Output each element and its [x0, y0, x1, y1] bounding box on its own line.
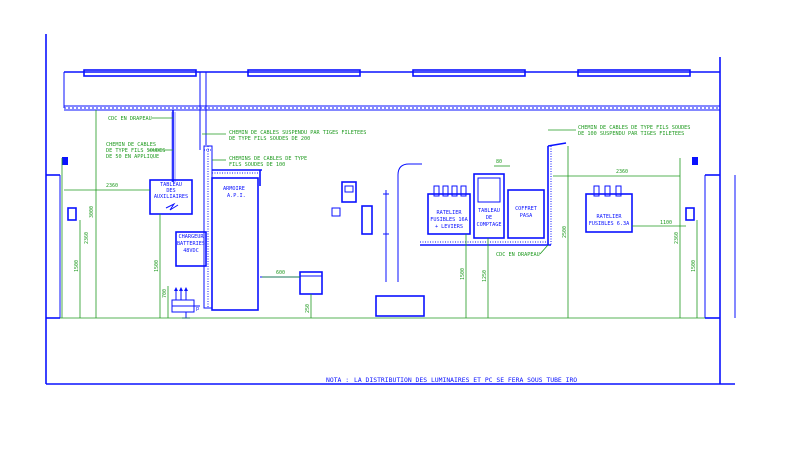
nota-text: LA DISTRIBUTION DES LUMINAIRES ET PC SE … — [354, 376, 577, 384]
nota: NOTA : LA DISTRIBUTION DES LUMINAIRES ET… — [326, 376, 577, 385]
dim-3000: 3000 — [89, 206, 95, 218]
dim-1500-mid: 1500 — [460, 268, 466, 280]
chemin-applique-label-2: DE TYPE FILS SOUDES — [106, 148, 165, 154]
chemin-right-label-1: CHEMIN DE CABLES DE TYPE FILS SOUDES — [578, 125, 690, 131]
vertical-conduits — [171, 72, 207, 182]
dim-2360-left: 2360 — [106, 183, 118, 189]
roof-structure — [63, 71, 721, 111]
ratelier-fusibles-6-3a: RATELIER FUSIBLES 6.3A — [585, 185, 633, 233]
dim-1500-aux: 1500 — [154, 260, 160, 272]
tableau-aux-label-2: DES — [166, 188, 175, 194]
cdc-drapeau-mid-label: CDC EN DRAPEAU — [496, 252, 540, 258]
coffret-label-1: COFFRET — [515, 206, 537, 212]
dim-1250: 1250 — [482, 270, 488, 282]
tableau-aux-label-3: AUXILIAIRES — [154, 194, 188, 200]
chemin-applique-label-1: CHEMIN DE CABLES — [106, 142, 156, 148]
chemin-suspendu-label-2: DE TYPE FILS SOUDES DE 200 — [229, 136, 310, 142]
chargeur-label-2: BATTERIES — [177, 241, 205, 247]
dim-600: 600 — [276, 270, 285, 276]
nota-prefix: NOTA : — [326, 376, 349, 384]
dim-250: 250 — [305, 304, 311, 313]
tableau-auxiliaires: TABLEAU DES AUXILIAIRES — [149, 179, 193, 215]
tableau-comptage-label-3: COMPTAGE — [477, 222, 502, 228]
tableau-comptage-label-2: DE — [486, 215, 492, 221]
junction-box — [260, 271, 323, 295]
coffret-pasa: COFFRET PASA — [507, 189, 545, 239]
dim-1100: 1100 — [660, 220, 672, 226]
chemin-100-label-2: FILS SOUDES DE 100 — [229, 162, 285, 168]
annotations: CDC EN DRAPEAU CHEMIN DE CABLES DE TYPE … — [106, 116, 690, 258]
skylights — [83, 69, 691, 77]
armoire-label-2: A.P.I. — [227, 193, 246, 199]
chemin-applique-label-3: DE 50 EN APPLIQUE — [106, 154, 159, 160]
ratelier-16-label-1: RATELIER — [437, 210, 463, 216]
dim-2360-vleft: 2360 — [84, 232, 90, 244]
dim-700: 700 — [162, 289, 168, 298]
ratelier-16-label-2: FUSIBLES 16A — [430, 217, 468, 223]
ratelier-fusibles-16a: RATELIER FUSIBLES 16A + LEVIERS — [427, 185, 471, 235]
chemin-right-label-2: DE 100 SUSPENDU PAR TIGES FILETEES — [578, 131, 684, 137]
tableau-comptage-label-1: TABLEAU — [478, 208, 500, 214]
cable-tray-top-armoire — [212, 169, 262, 186]
dim-2500: 2500 — [562, 226, 568, 238]
svg-text:p: p — [196, 306, 199, 312]
dimension-texts: 2360 3000 2360 1500 1500 700 600 250 80 … — [74, 159, 697, 313]
leader-lines — [148, 117, 576, 255]
cable-tray-vertical — [203, 145, 213, 309]
chemin-suspendu-label-1: CHEMIN DE CABLES SUSPENDU PAR TIGES FILE… — [229, 130, 366, 136]
tableau-aux-label-1: TABLEAU — [160, 182, 182, 188]
socket-group: p — [171, 287, 200, 319]
chemin-100-label-1: CHEMINS DE CABLES DE TYPE — [229, 156, 307, 162]
ratelier-16-label-3: + LEVIERS — [435, 224, 463, 230]
chargeur-label-3: 48VDC — [183, 248, 199, 254]
armoire-api: ARMOIRE A.P.I. — [211, 177, 259, 311]
ratelier-63-label-2: FUSIBLES 6.3A — [589, 221, 630, 227]
dim-2360-vright: 2360 — [674, 232, 680, 244]
cdc-drapeau-top-label: CDC EN DRAPEAU — [108, 116, 152, 122]
dimension-lines — [60, 110, 705, 319]
dim-2360-right: 2360 — [616, 169, 628, 175]
coffret-label-2: PASA — [520, 213, 533, 219]
armoire-label-1: ARMOIRE — [223, 186, 245, 192]
chargeur-label-1: CHARGEUR — [179, 234, 205, 240]
cable-tray-right — [420, 142, 567, 246]
wall-switches — [62, 157, 698, 221]
dim-80: 80 — [496, 159, 502, 165]
ratelier-63-label-1: RATELIER — [597, 214, 623, 220]
chargeur-batteries: CHARGEUR BATTERIES 48VDC — [175, 231, 207, 267]
dim-1500-vright: 1500 — [691, 260, 697, 272]
tableau-comptage: TABLEAU DE COMPTAGE — [473, 173, 505, 239]
building-walls — [45, 34, 736, 385]
wall-devices-center — [331, 163, 425, 317]
dim-1500-vleft: 1500 — [74, 260, 80, 272]
